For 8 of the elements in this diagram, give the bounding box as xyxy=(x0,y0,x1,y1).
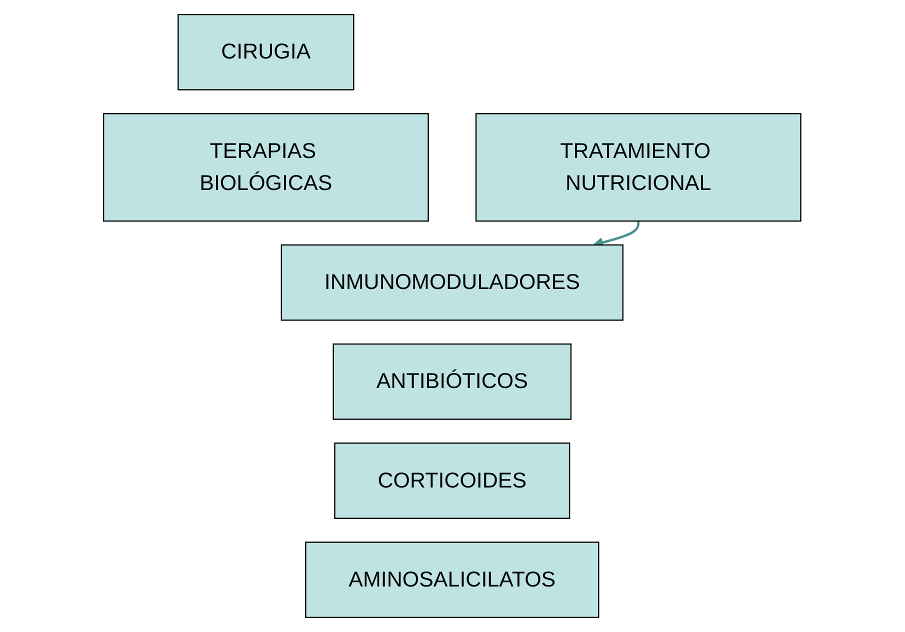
node-box xyxy=(334,442,570,519)
node-box xyxy=(333,343,572,420)
node-box xyxy=(281,244,624,321)
node-box xyxy=(103,113,430,222)
node-box xyxy=(178,14,355,90)
node-box xyxy=(305,542,600,618)
staircase-diagram: CIRUGIA TERAPIAS BIOLÓGICAS INMUNOMODULADORES ANTIBIÓTICOS CORTICOIDES TRATAMIENTO NUTRICIONAL AMINOSALICILATOS xyxy=(94,5,811,627)
node-box xyxy=(476,113,802,222)
